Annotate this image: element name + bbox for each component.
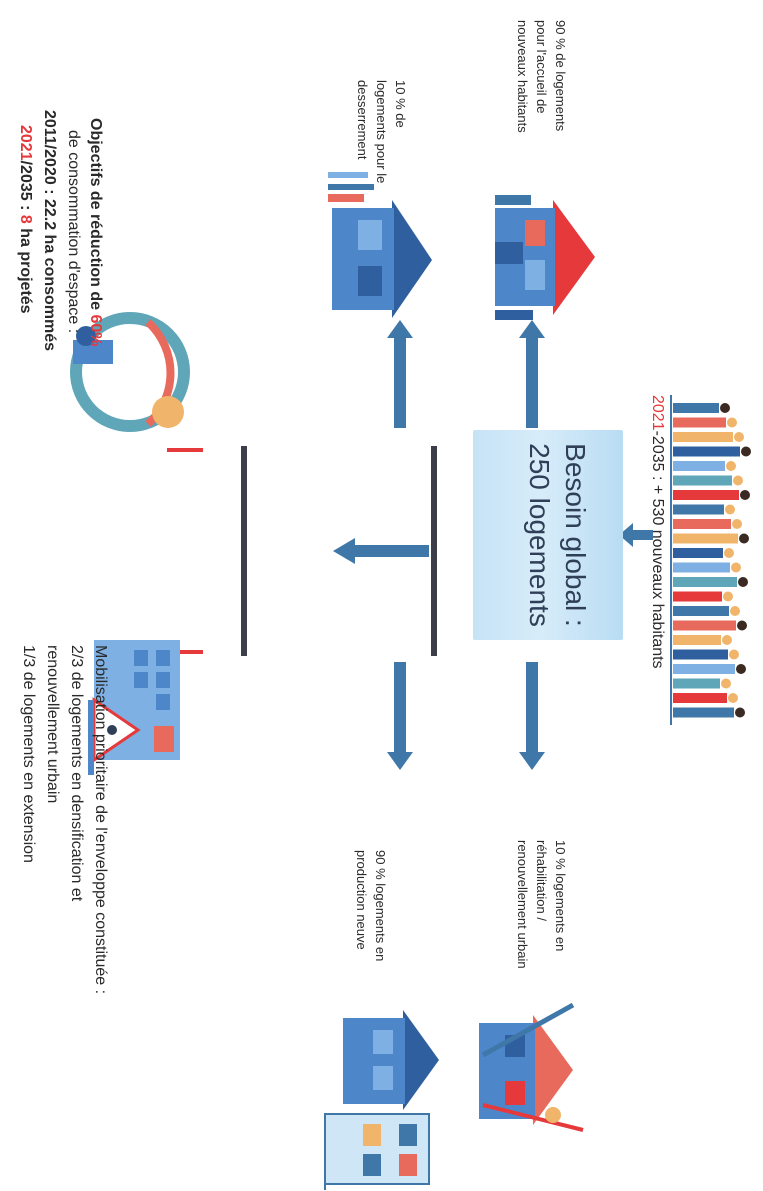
crowd-person-head [731, 562, 741, 573]
crowd-person-head [733, 475, 743, 486]
crowd-person-head [730, 606, 740, 616]
crowd-person-body [673, 664, 735, 674]
house-arrivals-illustration [495, 195, 595, 320]
objectives-projected-value: 8 [17, 214, 34, 224]
objectives-year-end: /2035 : [17, 160, 34, 215]
crowd-person-body [673, 606, 729, 616]
rehab-line1: 10 % logements en [553, 840, 568, 952]
crowd-person-head [738, 577, 748, 587]
arrow-to-land-use [333, 538, 429, 564]
objectives-line2: de consommation d'espace : [65, 130, 82, 334]
objectives-projected-unit: ha projetés [17, 223, 34, 314]
crowd-person-head [720, 403, 730, 413]
crowd-person-body [673, 475, 732, 486]
objectives-line3: 2011/2020 : 22.2 ha consommés [41, 110, 58, 352]
mobilisation-line2: 2/3 de logements en densification et [68, 645, 85, 902]
crowd-person-body [673, 490, 739, 500]
crowd-person-head [729, 649, 739, 660]
mobilisation-line3: renouvellement urbain [44, 645, 61, 804]
objectives-percentage: 60% [87, 314, 104, 347]
crowd-person-head [739, 533, 749, 544]
crowd-person-body [673, 707, 734, 718]
crowd-person-head [726, 461, 736, 471]
arrow-to-decohabitation [387, 320, 413, 428]
objectives-year-start: 2021 [17, 125, 34, 161]
separator-bar-1 [431, 446, 437, 656]
crowd-person-body [673, 635, 721, 645]
objectives-line1: Objectifs de réduction de 60% [85, 118, 105, 347]
crowd-person-body [673, 533, 738, 544]
arrow-to-arrivals [519, 320, 545, 428]
land-use-globe-illustration [70, 312, 190, 432]
crowd-person-body [673, 693, 727, 703]
mobilisation-line1: Mobilisation prioritaire de l'enveloppe … [92, 645, 109, 995]
crowd-person-head [727, 417, 737, 428]
decohabitation-line3: desserrement [355, 80, 370, 160]
crowd-person-body [673, 591, 722, 602]
arrow-population-to-need [619, 523, 653, 547]
crowd-person-body [673, 432, 733, 442]
crowd-person-body [673, 678, 720, 689]
crowd-person-head [735, 707, 745, 718]
crowd-person-body [673, 446, 740, 457]
crowd-person-body [673, 548, 723, 558]
crowd-person-head [737, 620, 747, 631]
crowd-person-body [673, 620, 736, 631]
crowd-person-head [736, 664, 746, 674]
densification-illustration [88, 640, 180, 775]
crowd-person-head [732, 519, 742, 529]
global-need-title: Besoin global : [560, 443, 591, 627]
rehab-line3: renouvellement urbain [515, 840, 530, 969]
crowd-illustration [670, 395, 751, 725]
crowd-person-head [728, 693, 738, 703]
decohabitation-line1: 10 % de [393, 80, 408, 128]
crowd-person-head [734, 432, 744, 442]
decohabitation-line2: logements pour le [374, 80, 389, 184]
objectives-line4: 2021/2035 : 8 ha projetés [15, 125, 35, 314]
global-need-box: Besoin global : 250 logements [473, 430, 623, 640]
mobilisation-line4: 1/3 de logements en extension [20, 645, 37, 863]
crowd-person-body [673, 504, 724, 515]
house-decohabitation-illustration [328, 172, 432, 318]
crowd-person-head [740, 490, 750, 500]
new-production-line2: production neuve [354, 850, 369, 950]
crowd-person-body [673, 417, 726, 428]
crowd-person-body [673, 562, 730, 573]
crowd-person-head [741, 446, 751, 457]
crowd-person-body [673, 519, 731, 529]
arrivals-line1: 90 % de logements [553, 20, 568, 132]
crowd-person-head [723, 591, 733, 602]
arrow-to-rehab [519, 662, 545, 770]
rehab-line2: réhabilitation / [534, 840, 549, 921]
crowd-person-head [722, 635, 732, 645]
arrow-to-new-production [387, 662, 413, 770]
crowd-person-head [725, 504, 735, 515]
crowd-person-body [673, 461, 725, 471]
crowd-person-body [673, 403, 719, 413]
rehab-illustration [479, 1002, 584, 1132]
crowd-person-head [721, 678, 731, 689]
separator-bar-2 [241, 446, 247, 656]
arrivals-line3: nouveaux habitants [515, 20, 530, 133]
objectives-title: Objectifs de réduction de [87, 118, 104, 315]
crowd-person-head [724, 548, 734, 558]
new-production-illustration [324, 1010, 439, 1190]
crowd-person-body [673, 649, 728, 660]
new-production-line1: 90 % logements en [373, 850, 388, 962]
global-need-value: 250 logements [524, 443, 555, 627]
arrivals-line2: pour l'accueil de [534, 20, 549, 114]
crowd-person-body [673, 577, 737, 587]
